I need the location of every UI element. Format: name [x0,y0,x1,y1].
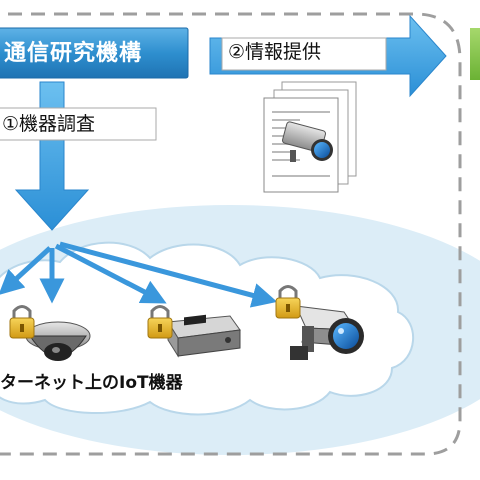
scan-arrow-1 [0,246,52,296]
dashed-border [0,12,462,456]
step1-label: ①機器調査 [2,113,96,135]
step1-arrow [14,81,90,231]
scan-arrows [0,241,278,308]
scan-arrow-4 [59,241,278,308]
security-camera-icon [290,305,364,360]
org-box [0,27,189,79]
lock-icon [275,285,301,319]
dome-camera-icon [25,321,91,361]
dvr-device-icon [167,314,241,358]
step2-label-box [221,37,387,71]
scan-arrow-3 [54,243,167,304]
document-stack-icon [263,81,357,193]
lock-icon [147,305,173,339]
recipient-box [470,28,480,80]
lock-icon [9,305,35,339]
org-label: 通信研究機構 [4,41,143,66]
cloud-label: ターネット上のIoT機器 [0,373,183,393]
step1-label-box [0,107,157,141]
step2-label: ②情報提供 [228,41,322,63]
